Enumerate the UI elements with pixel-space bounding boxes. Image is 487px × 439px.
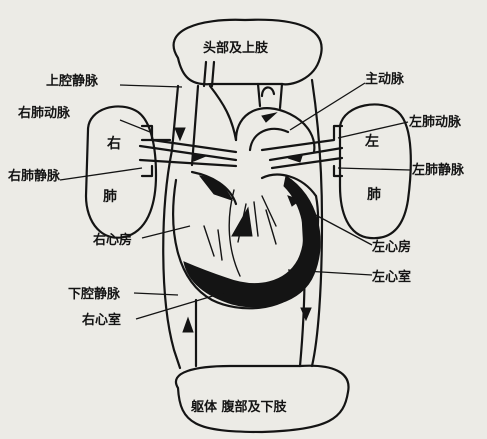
great-vessels [204,62,314,152]
arrow-down-icon [175,128,185,140]
aorta-label: 主动脉 [365,71,405,87]
left-lung-label-top: 左 [364,133,379,150]
right-ventricle-label: 右心室 [81,312,121,328]
left-lung-label-bottom: 肺 [367,187,381,203]
left-lung: 左 肺 [340,104,411,238]
superior-vena-cava-label: 上腔静脉 [46,73,99,89]
right-atrium-label: 右心房 [92,232,132,248]
right-pulmonary-artery-label: 右肺动脉 [17,105,71,121]
left-atrium-label: 左心房 [372,239,411,255]
left-pulmonary-artery-label: 左肺动脉 [409,114,462,130]
trunk-label: 躯体 腹部及下肢 [190,399,288,415]
right-lung-label-bottom: 肺 [103,189,117,205]
inferior-vena-cava-label: 下腔静脉 [68,286,121,302]
head-label: 头部及上肢 [203,40,269,56]
arrow-up-icon [183,318,193,332]
right-pulmonary-vein-label: 右肺静脉 [7,168,61,184]
ventricle-wall [184,176,320,307]
head-upper-limbs-region: 头部及上肢 [174,20,322,85]
left-pulmonary-vein-label: 左肺静脉 [412,162,465,178]
left-ventricle-label: 左心室 [372,269,411,285]
heart [173,172,320,308]
right-lung-label-top: 右 [106,135,121,152]
trunk-lower-limbs-region: 躯体 腹部及下肢 [176,366,349,432]
